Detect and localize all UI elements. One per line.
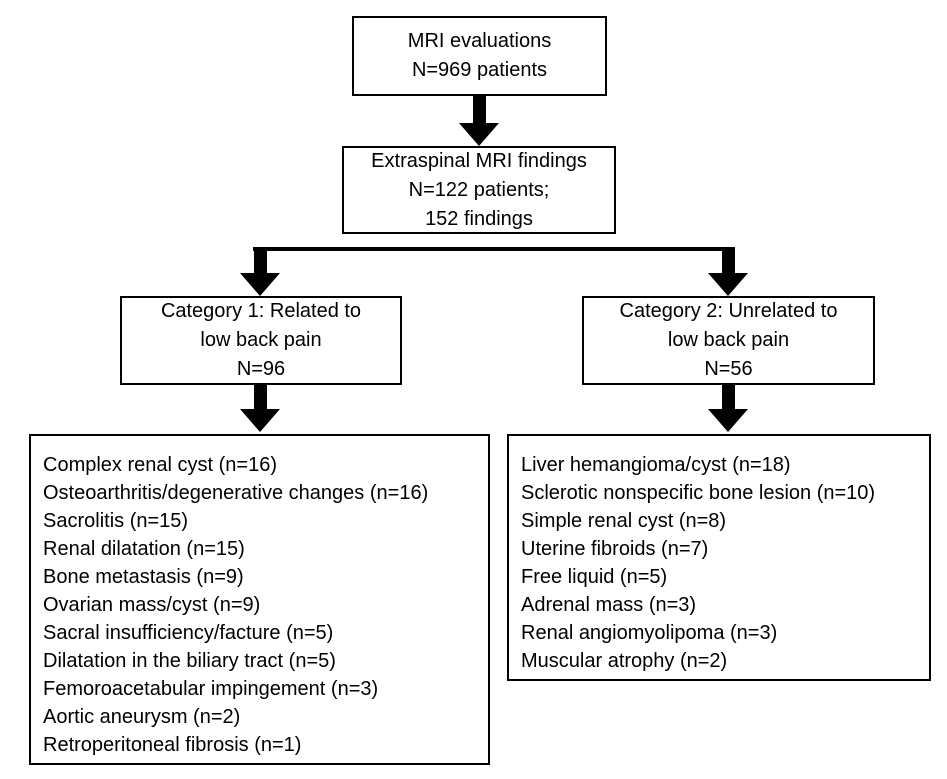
category1-findings-box: Complex renal cyst (n=16) Osteoarthritis…: [29, 434, 490, 765]
arrow-stem: [253, 385, 267, 409]
arrow-head: [240, 409, 280, 432]
finding-item: Dilatation in the biliary tract (n=5): [43, 650, 336, 672]
down-arrow-icon: [459, 96, 499, 146]
category1-box: Category 1: Related to low back pain N=9…: [120, 296, 402, 385]
category1-title: Category 1: Related to: [160, 300, 362, 322]
mri-evaluations-line: MRI evaluations: [407, 30, 552, 52]
finding-item: Renal dilatation (n=15): [43, 538, 245, 560]
category2-findings-box: Liver hemangioma/cyst (n=18) Sclerotic n…: [507, 434, 931, 681]
arrow-stem: [472, 96, 486, 123]
category2-subtitle: low back pain: [667, 329, 790, 351]
arrow-stem: [253, 251, 267, 273]
category2-title: Category 2: Unrelated to: [619, 300, 838, 322]
down-arrow-icon: [240, 251, 280, 296]
finding-item: Renal angiomyolipoma (n=3): [521, 622, 778, 644]
arrow-stem: [721, 385, 735, 409]
extraspinal-line: Extraspinal MRI findings: [371, 149, 587, 172]
finding-item: Retroperitoneal fibrosis (n=1): [43, 734, 302, 756]
finding-item: Sclerotic nonspecific bone lesion (n=10): [521, 482, 876, 504]
category1-subtitle: low back pain: [200, 329, 322, 351]
finding-item: Muscular atrophy (n=2): [521, 650, 728, 672]
finding-item: Free liquid (n=5): [521, 566, 668, 588]
finding-item: Complex renal cyst (n=16): [43, 454, 277, 476]
finding-item: Ovarian mass/cyst (n=9): [43, 594, 261, 616]
category2-count: N=56: [704, 358, 753, 380]
arrow-head: [459, 123, 499, 146]
category2-box: Category 2: Unrelated to low back pain N…: [582, 296, 875, 385]
finding-item: Simple renal cyst (n=8): [521, 510, 727, 532]
finding-item: Bone metastasis (n=9): [43, 566, 244, 588]
extraspinal-patients: N=122 patients;: [408, 178, 550, 201]
finding-item: Sacrolitis (n=15): [43, 510, 189, 532]
arrow-stem: [721, 251, 735, 273]
mri-evaluations-count: N=969 patients: [411, 59, 548, 81]
finding-item: Femoroacetabular impingement (n=3): [43, 678, 379, 700]
finding-item: Adrenal mass (n=3): [521, 594, 697, 616]
arrow-head: [708, 409, 748, 432]
finding-item: Liver hemangioma/cyst (n=18): [521, 454, 791, 476]
arrow-head: [708, 273, 748, 296]
extraspinal-findings-box: Extraspinal MRI findings N=122 patients;…: [342, 146, 616, 234]
mri-evaluations-box: MRI evaluations N=969 patients: [352, 16, 607, 96]
finding-item: Aortic aneurysm (n=2): [43, 706, 241, 728]
extraspinal-findings-count: 152 findings: [425, 207, 533, 230]
category1-count: N=96: [236, 358, 286, 380]
finding-item: Sacral insufficiency/facture (n=5): [43, 622, 334, 644]
down-arrow-icon: [708, 385, 748, 432]
down-arrow-icon: [708, 251, 748, 296]
down-arrow-icon: [240, 385, 280, 432]
finding-item: Osteoarthritis/degenerative changes (n=1…: [43, 482, 429, 504]
arrow-head: [240, 273, 280, 296]
finding-item: Uterine fibroids (n=7): [521, 538, 709, 560]
branch-connector-line: [253, 247, 735, 251]
